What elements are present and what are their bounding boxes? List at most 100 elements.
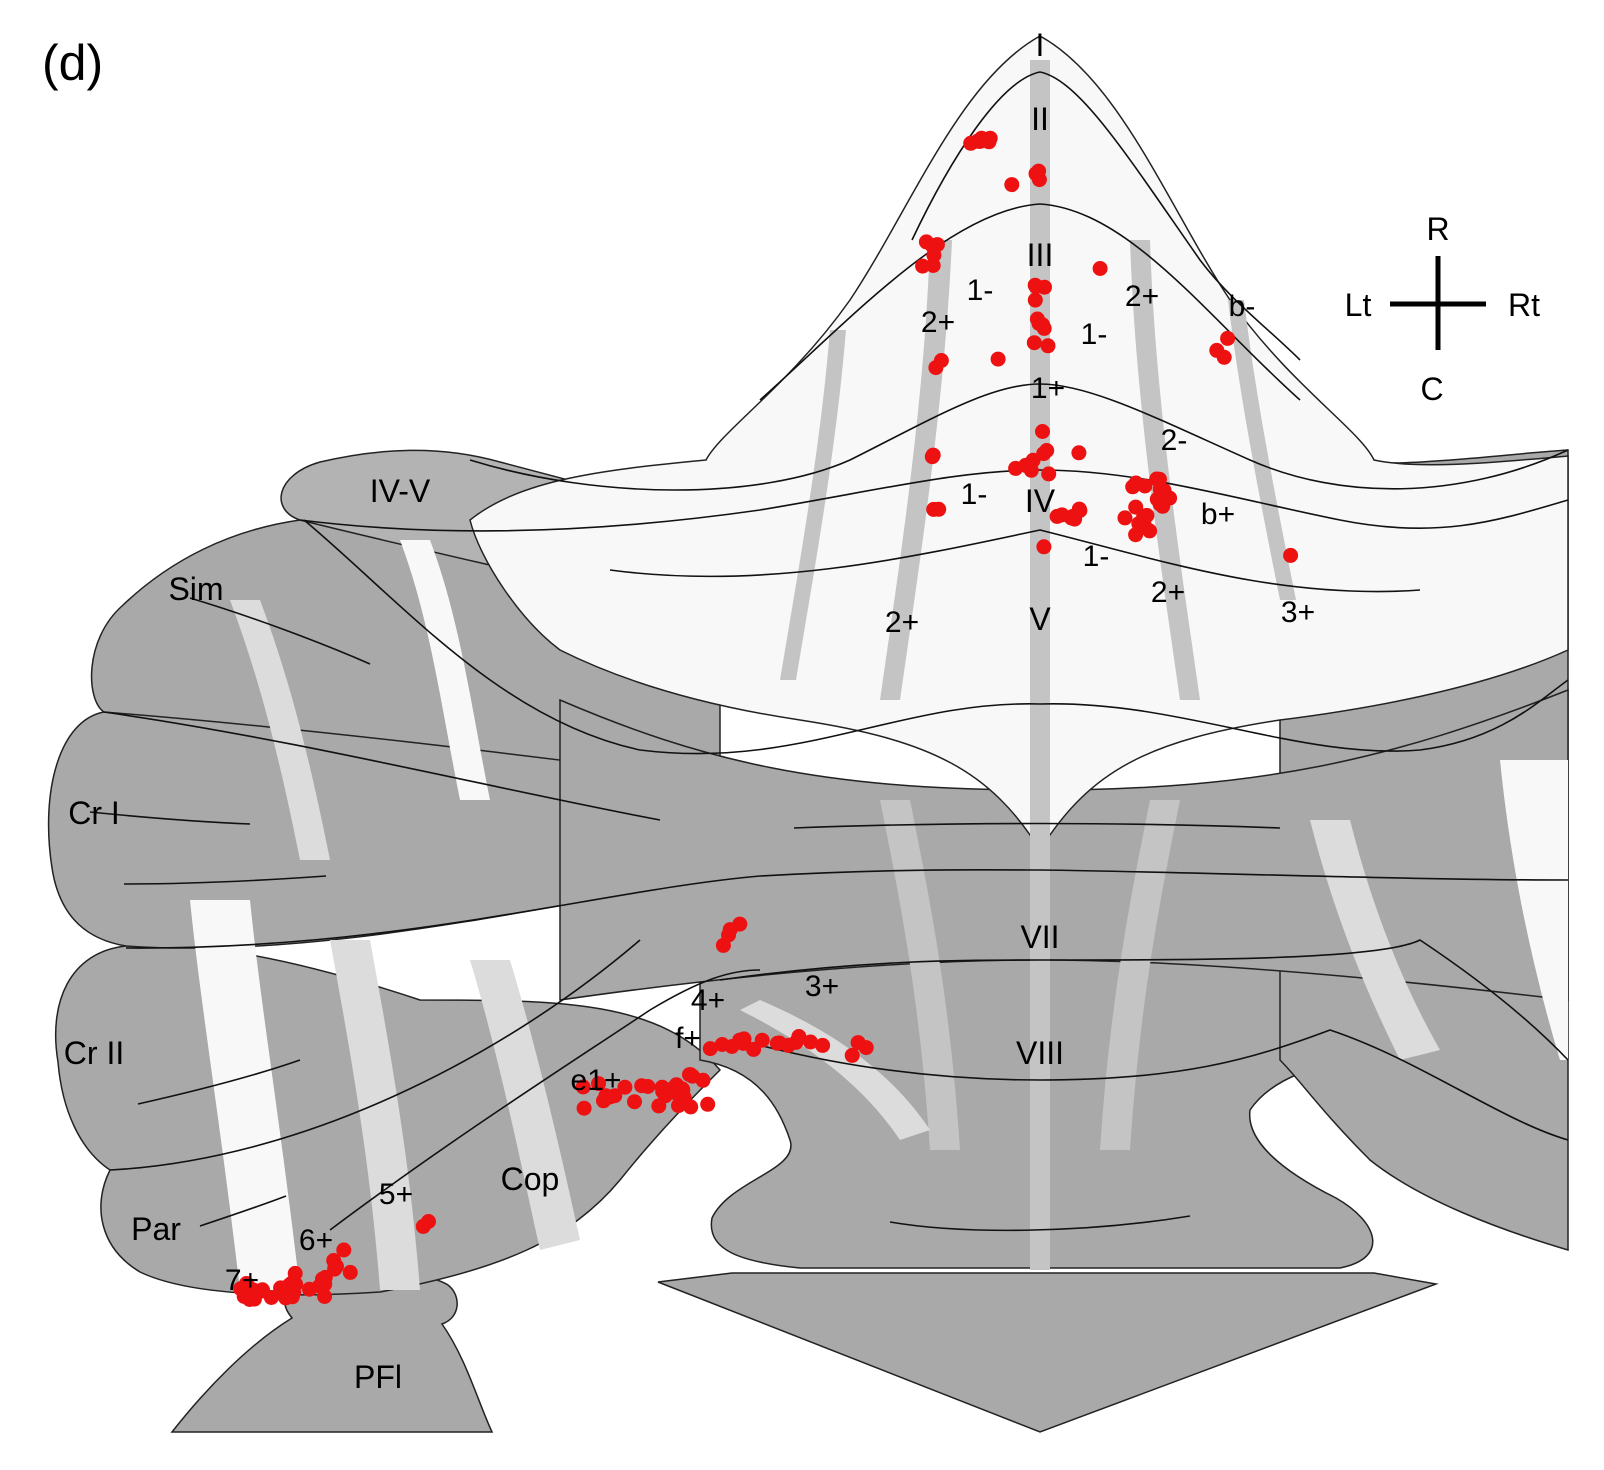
labeled-cell-marker	[683, 1067, 699, 1083]
labeled-cell-marker	[1283, 547, 1299, 563]
lobule-label-viii: VIII	[1016, 1035, 1064, 1071]
labeled-cell-marker	[284, 1289, 300, 1305]
labeled-cell-marker	[815, 1037, 831, 1053]
lobule-label-cr-i: Cr I	[68, 795, 120, 831]
lobule-label-i: I	[1036, 27, 1045, 63]
labeled-cell-marker	[724, 1039, 740, 1054]
stripe-label: 1-	[967, 274, 994, 307]
boundary-line	[793, 822, 1281, 829]
labeled-cell-marker	[1071, 445, 1087, 461]
stripe-band	[740, 1000, 930, 1140]
lobule-label-iv: IV	[1025, 483, 1056, 519]
labeled-cell-marker	[654, 1079, 670, 1095]
labeled-cell-marker	[617, 1079, 633, 1095]
labeled-cell-marker	[925, 258, 941, 273]
labeled-cell-marker	[273, 1280, 289, 1296]
labeled-cell-marker	[1041, 466, 1057, 482]
compass-caudal-label: C	[1420, 371, 1443, 407]
labeled-cell-marker	[1152, 471, 1167, 487]
labeled-cell-marker	[634, 1078, 650, 1094]
labeled-cell-marker	[736, 1035, 751, 1051]
boundary-line	[137, 1059, 301, 1105]
labeled-cell-marker	[915, 258, 931, 274]
boundary-line	[199, 1195, 287, 1227]
stripe-band	[1500, 760, 1568, 1060]
boundary-line	[125, 868, 1569, 949]
stripe-band	[400, 540, 490, 800]
labeled-cell-marker	[1036, 539, 1052, 555]
stripe-label: 1-	[961, 478, 988, 511]
labeled-cell-marker	[1071, 501, 1087, 517]
boundary-line	[109, 939, 641, 1171]
stripe-label: 4+	[691, 984, 725, 1017]
boundary-line	[189, 597, 371, 665]
labeled-cell-marker	[791, 1029, 807, 1044]
stripe-label: b-	[1229, 290, 1256, 323]
labeled-cell-marker	[1128, 475, 1144, 491]
labeled-cell-marker	[803, 1034, 818, 1050]
labeled-cell-marker	[931, 501, 947, 517]
labeled-cell-marker	[336, 1242, 352, 1258]
labeled-cell-marker	[1031, 163, 1047, 179]
boundary-line	[303, 519, 1569, 755]
bottom-diamond-shape	[657, 1272, 1439, 1433]
stripe-label: 2-	[1161, 424, 1188, 457]
labeled-cell-marker	[1128, 527, 1144, 543]
labeled-cell-marker	[754, 1032, 770, 1048]
stripe-label: 2+	[1125, 280, 1159, 313]
lobule-label-sim: Sim	[168, 571, 223, 607]
stripe-label: 5+	[379, 1178, 413, 1211]
boundary-line	[759, 203, 1301, 401]
stripe-labels: 1- 2+ 2+ b- 1- 1+ 2- 1- b+ 1- 2+ 2+ 3+ 3…	[225, 274, 1315, 1297]
labeled-cell-marker	[315, 1272, 331, 1287]
labeled-cell-marker	[1022, 459, 1038, 475]
labeled-cell-marker	[1040, 338, 1056, 354]
lobule-boundary-lines	[89, 71, 1569, 1232]
lobule-label-iv-v: IV-V	[370, 473, 431, 509]
boundary-line	[103, 711, 661, 821]
labeled-cell-marker	[1004, 177, 1020, 193]
labeled-cell-marker	[933, 353, 949, 368]
stripe-label: 6+	[299, 1224, 333, 1257]
flatmap-shapes	[47, 35, 1569, 1433]
labeled-cell-marker	[1216, 349, 1232, 365]
stripe-label: e1+	[571, 1064, 622, 1097]
labeled-cell-marker	[963, 135, 979, 151]
stripe-band	[880, 240, 952, 700]
stripe-label: f+	[675, 1022, 701, 1055]
labeled-cell-markers	[233, 130, 1299, 1307]
boundary-line	[739, 1029, 1569, 1141]
stripe-band	[1228, 300, 1296, 600]
compass-left-label: Lt	[1345, 287, 1372, 323]
stripe-label: 3+	[805, 970, 839, 1003]
labeled-cell-marker	[683, 1099, 699, 1115]
labeled-cell-marker	[981, 134, 997, 150]
boundary-line	[889, 1215, 1191, 1232]
boundary-line	[911, 71, 1301, 361]
labeled-cell-marker	[1035, 424, 1050, 439]
stripe-label: 1-	[1081, 318, 1108, 351]
lobule-label-ii: II	[1031, 101, 1049, 137]
stripe-band	[330, 940, 420, 1290]
labeled-cell-marker	[1028, 279, 1044, 295]
labeled-cell-marker	[1027, 292, 1043, 308]
labeled-cell-marker	[627, 1094, 642, 1110]
stripe-band	[880, 800, 960, 1150]
panel-label: (d)	[42, 35, 103, 91]
boundary-line	[89, 811, 251, 825]
labeled-cell-marker	[651, 1098, 667, 1114]
boundary-line	[719, 939, 1569, 1061]
labeled-cell-marker	[233, 1281, 249, 1297]
stripe-band	[1130, 240, 1200, 700]
labeled-cell-marker	[700, 1096, 716, 1112]
stripe-band	[1030, 60, 1050, 1270]
labeled-cell-marker	[1036, 446, 1052, 462]
boundary-line	[469, 383, 1569, 491]
stripe-label: 2+	[885, 606, 919, 639]
labeled-cell-marker	[1036, 320, 1052, 336]
stripe-band	[190, 900, 300, 1290]
orientation-compass: R C Lt Rt	[1345, 211, 1540, 407]
stripe-label: 3+	[1281, 596, 1315, 629]
labeled-cell-marker	[925, 447, 941, 463]
labeled-cell-marker	[990, 351, 1006, 367]
